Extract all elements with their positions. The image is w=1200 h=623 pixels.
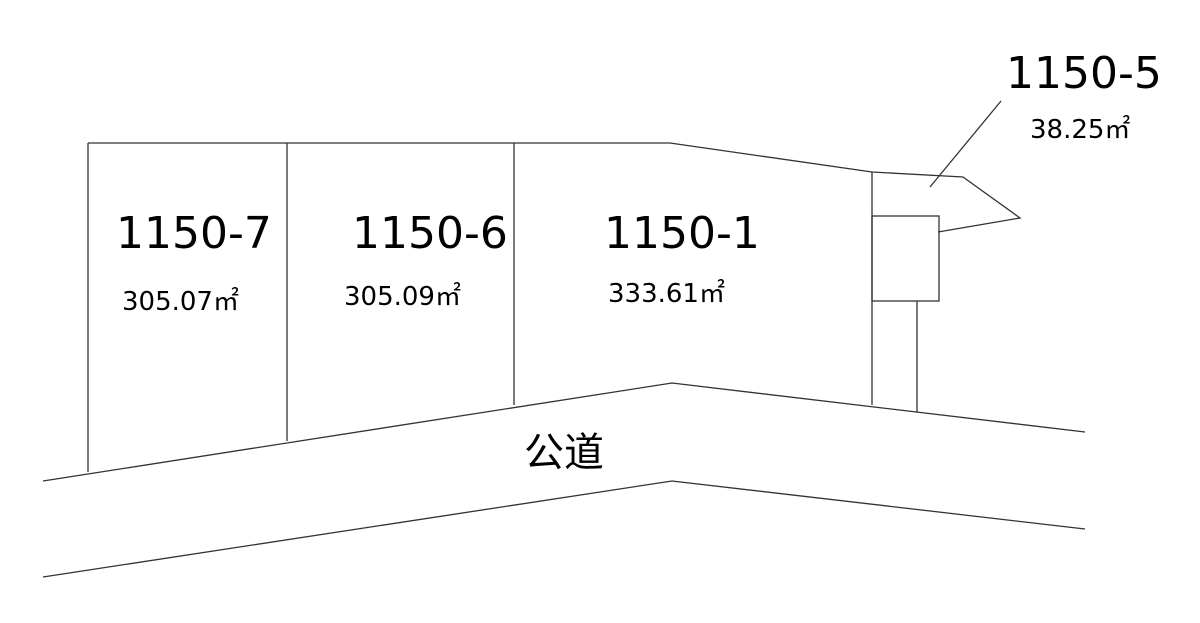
north-boundary — [88, 142, 1022, 233]
lot-area-1150-1: 333.61㎡ — [608, 279, 725, 309]
lot-label-1150-7: 1150-7 — [116, 208, 272, 259]
leader-line-1150-5 — [929, 100, 1002, 188]
lot-area-1150-6: 305.09㎡ — [344, 282, 461, 312]
road-north-edge — [42, 382, 1086, 482]
lot-label-1150-5: 1150-5 — [1006, 48, 1162, 99]
road-label: 公道 — [524, 430, 604, 476]
lot-label-1150-1: 1150-1 — [604, 208, 760, 259]
lot-area-1150-5: 38.25㎡ — [1030, 115, 1130, 145]
lot-area-1150-7: 305.07㎡ — [122, 287, 239, 317]
road-south-edge — [42, 480, 1086, 578]
lot-1150-5-box — [871, 215, 940, 302]
lot-label-1150-6: 1150-6 — [352, 208, 508, 259]
